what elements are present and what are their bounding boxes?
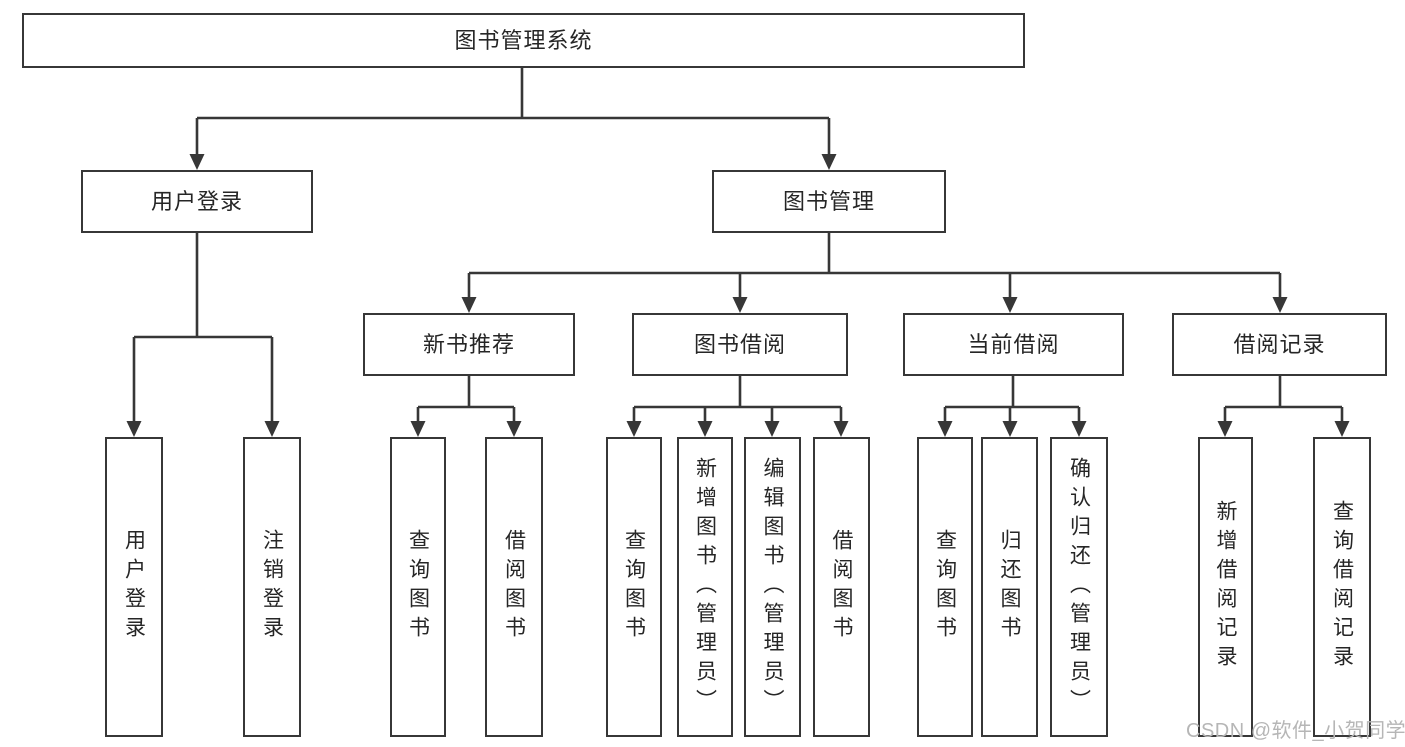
node-new-book-recommendation: 新书推荐	[363, 313, 575, 376]
node-user-login-action: 用户登录	[105, 437, 163, 737]
node-book-borrowing: 图书借阅	[632, 313, 848, 376]
connector-segments	[132, 68, 1344, 425]
node-library-management-system: 图书管理系统	[22, 13, 1025, 68]
node-records-query-borrow-record: 查询借阅记录	[1313, 437, 1371, 737]
node-user-login: 用户登录	[81, 170, 313, 233]
node-recommend-query-books: 查询图书	[390, 437, 446, 737]
node-logout-action: 注销登录	[243, 437, 301, 737]
node-current-confirm-return-admin: 确认归还（管理员）	[1050, 437, 1108, 737]
node-borrowing-query-books: 查询图书	[606, 437, 662, 737]
node-borrowing-add-books-admin: 新增图书（管理员）	[677, 437, 733, 737]
node-borrowing-edit-books-admin: 编辑图书（管理员）	[744, 437, 801, 737]
csdn-watermark: CSDN @软件_小贺同学	[1186, 720, 1405, 742]
node-records-add-borrow-record: 新增借阅记录	[1198, 437, 1253, 737]
node-borrowing-borrow-books: 借阅图书	[813, 437, 870, 737]
node-book-management: 图书管理	[712, 170, 946, 233]
node-current-return-books: 归还图书	[981, 437, 1038, 737]
node-current-query-books: 查询图书	[917, 437, 973, 737]
node-recommend-borrow-books: 借阅图书	[485, 437, 543, 737]
node-current-borrowing: 当前借阅	[903, 313, 1124, 376]
node-borrowing-records: 借阅记录	[1172, 313, 1387, 376]
